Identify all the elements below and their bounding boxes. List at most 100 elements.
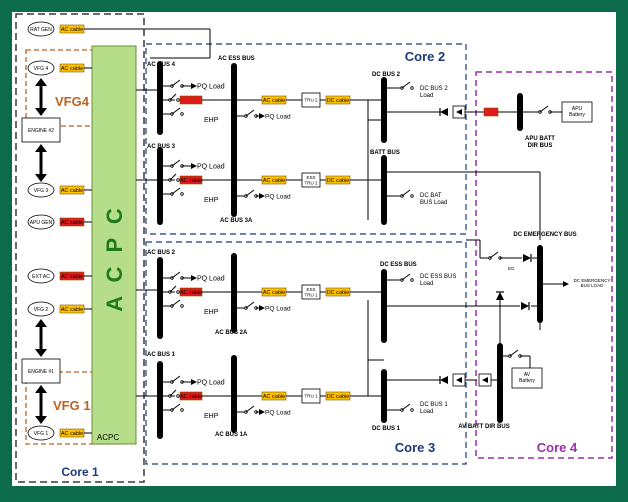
dc-bus-1-label: DC BUS 1 — [372, 426, 401, 432]
apu-gen-source-shape — [27, 214, 55, 230]
tru-ac-cable-bus4: AC cable — [261, 95, 287, 105]
rat-gen-source: RAT GEN — [27, 21, 55, 37]
apu-batt-switch — [538, 105, 552, 114]
pq-small-switch — [244, 405, 258, 414]
core-2-boundary — [145, 43, 467, 235]
tie-switch — [168, 389, 180, 398]
switch-contact — [410, 408, 414, 412]
ext-ac-source-shape — [27, 268, 55, 284]
vfg2-cable: AC cable — [59, 304, 85, 314]
switch-contact — [410, 278, 414, 282]
vfg1-group-label: VFG 1 — [53, 398, 91, 413]
pq-small-label-bus2: PQ Load — [265, 306, 291, 313]
tru-ac-cable-bus3: AC cable — [261, 175, 287, 185]
switch-contact — [176, 178, 180, 182]
switch-blade — [171, 79, 181, 87]
tru-ac-cable-bus2-label: AC cable — [263, 290, 285, 296]
apu-red-cable-box — [483, 107, 499, 117]
tru-dc-cable-bus4: DC cable — [325, 95, 351, 105]
vfg2-engine1-arrow — [35, 319, 47, 357]
core-1-boundary — [15, 13, 145, 483]
switch-blade — [401, 403, 411, 411]
engine-1-box-box — [21, 358, 61, 384]
av-battery-box — [511, 367, 543, 389]
ehp-switch — [170, 299, 184, 308]
ac-bus-right-label-bus1: AC BUS 1A — [215, 432, 248, 438]
switch-contact — [180, 304, 184, 308]
arrow-head-down — [35, 108, 47, 116]
dc-bus1-sensor — [452, 373, 466, 387]
arrow-head-up — [35, 144, 47, 152]
tru-ac-cable-bus3-label: AC cable — [263, 178, 285, 184]
vfg3-source-label: VFG 3 — [34, 188, 49, 194]
arrow-head-down — [35, 174, 47, 182]
vfg4-source-label: VFG 4 — [34, 66, 49, 72]
dc-bus2-load-switch — [400, 81, 414, 90]
switch-blade — [169, 173, 177, 181]
vfg2-source-shape — [27, 301, 55, 317]
eg-diode — [523, 254, 532, 262]
ac-bus-label-bus2: AC BUS 2 — [147, 250, 176, 256]
vfg3-source: VFG 3 — [27, 182, 55, 198]
ac-bus-right-label-bus4: AC ESS BUS — [218, 56, 255, 62]
sensor-arrow — [482, 377, 488, 383]
ehp-label-bus1: EHP — [204, 413, 219, 420]
tie-switch — [168, 285, 180, 294]
batt-load-switch — [400, 189, 414, 198]
engine-2-box-label: ENGINE #2 — [28, 128, 54, 134]
engine-2-box-box — [21, 117, 61, 143]
switch-blade — [509, 349, 519, 357]
ehp-switch — [170, 107, 184, 116]
switch-blade — [245, 405, 255, 413]
vfg3-cable: AC cable — [59, 185, 85, 195]
switch-blade — [169, 285, 177, 293]
pq-load-label-bus4: PQ Load — [197, 84, 225, 91]
vfg3-cable-label: AC cable — [61, 188, 83, 194]
tru-box-bus1-label: TRU 1 — [304, 394, 317, 399]
acpc-big-label: A C P C — [102, 204, 127, 311]
switch-contact — [410, 86, 414, 90]
ext-ac-source: EXT AC — [27, 268, 55, 284]
dc-ess-load-switch — [400, 273, 414, 282]
tie-cable-bus2: AC cable — [179, 287, 203, 297]
vfg4-engine2-arrow — [35, 78, 47, 116]
core-4-boundary — [475, 71, 613, 459]
switch-blade — [401, 189, 411, 197]
pq-load-label-bus2: PQ Load — [197, 276, 225, 283]
tie-cable-bus3-label: AC cable — [180, 178, 202, 184]
dc-ess-diode — [521, 302, 530, 310]
tru-dc-cable-bus3-label: DC cable — [327, 178, 350, 184]
ehp-label-bus4: EHP — [204, 117, 219, 124]
tru-box-bus1: TRU 1 — [301, 388, 321, 404]
engine2-vfg3-arrow — [35, 144, 47, 182]
av-batt-dir-bus-label: AV BATT DIR BUS — [458, 424, 509, 430]
vfg2-source: VFG 2 — [27, 301, 55, 317]
acpc-small-label: ACPC — [97, 433, 119, 442]
switch-blade — [171, 187, 181, 195]
sensor-arrow — [456, 377, 462, 383]
tru-dc-cable-bus2: DC cable — [325, 287, 351, 297]
switch-contact — [176, 394, 180, 398]
pq-small-label-bus4: PQ Load — [265, 114, 291, 121]
apu-battery-box — [561, 101, 593, 123]
switch-blade — [245, 189, 255, 197]
rat-gen-cable-label: AC cable — [61, 27, 83, 33]
vfg1-cable-label: AC cable — [61, 431, 83, 437]
vfg1-source: VFG 1 — [27, 425, 55, 441]
ehp-switch — [170, 403, 184, 412]
tru-dc-cable-bus2-label: DC cable — [327, 290, 350, 296]
apu-gen-cable: AC cable — [59, 217, 85, 227]
ac-bus-label-bus3: AC BUS 3 — [147, 144, 176, 150]
tru-box-bus4: TRU 2 — [301, 92, 321, 108]
pq-small-switch — [244, 301, 258, 310]
arrow-head-down — [35, 349, 47, 357]
tru-ac-cable-bus2: AC cable — [261, 287, 287, 297]
